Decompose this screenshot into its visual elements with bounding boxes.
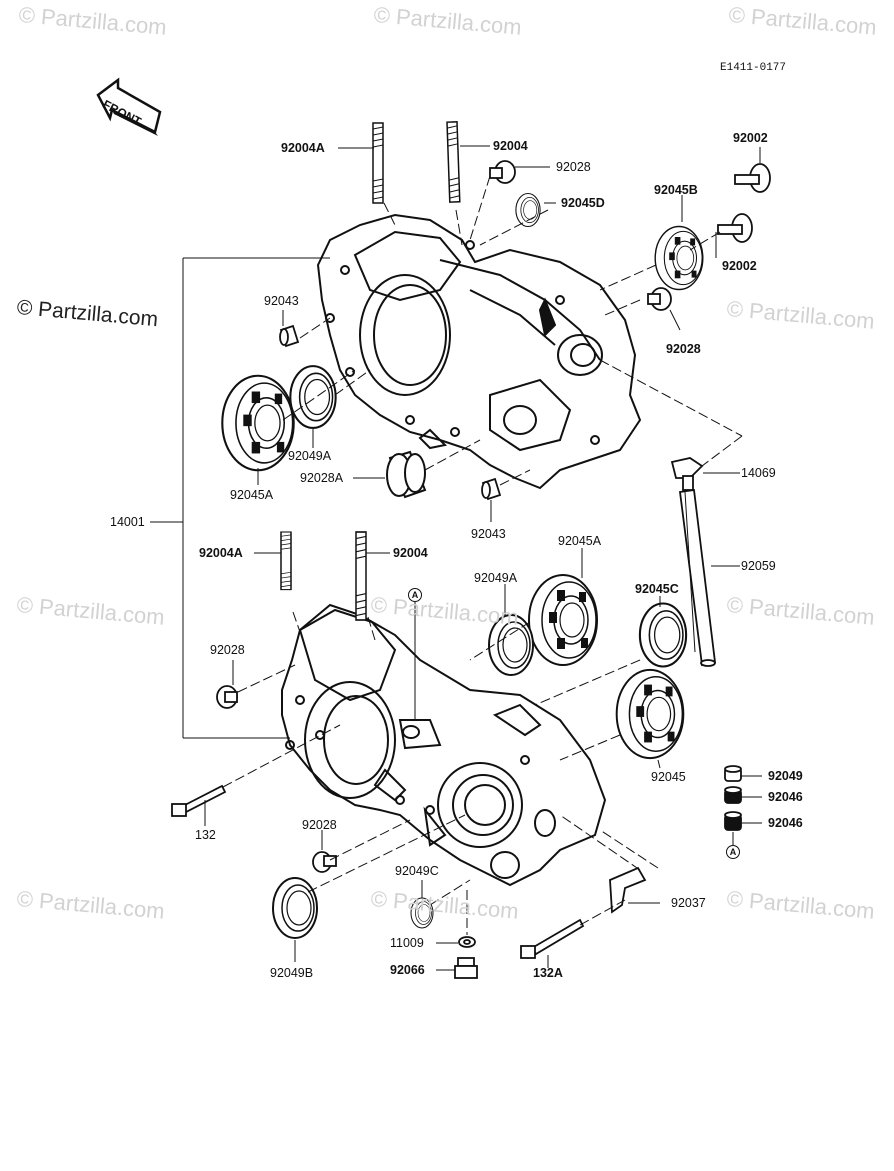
part-label: 92045	[651, 770, 686, 784]
bearing-92045	[615, 668, 685, 760]
part-label: 92028	[302, 818, 337, 832]
cap-92046-b	[724, 811, 742, 831]
drain-plug-92066	[454, 957, 478, 979]
screw-92002-mid	[717, 213, 753, 243]
plug-92028-lowleft	[216, 685, 238, 709]
part-label: 92004	[493, 139, 528, 153]
leader-lines	[150, 145, 762, 971]
cap-92046-a	[724, 786, 742, 804]
part-label: 92004A	[199, 546, 243, 560]
part-label: 132A	[533, 966, 563, 980]
stud-92004-lower	[355, 531, 367, 621]
part-label: 92028	[666, 342, 701, 356]
bushing-92028A	[386, 450, 427, 499]
part-label: 92028	[556, 160, 591, 174]
seal-92045C	[638, 602, 688, 668]
reference-circle-a: A	[726, 845, 740, 859]
cap-92049	[724, 765, 742, 782]
bolt-132	[171, 784, 227, 817]
part-label: 92049	[768, 769, 803, 783]
part-label: 14001	[110, 515, 145, 529]
part-label: 92028A	[300, 471, 344, 485]
part-label: 92004	[393, 546, 428, 560]
dowel-92043-mid	[481, 477, 502, 501]
stud-92004-upper	[446, 121, 461, 203]
part-label: 92004A	[281, 141, 325, 155]
diagram-code: E1411-0177	[720, 62, 787, 74]
part-label: 92045A	[558, 534, 602, 548]
bearing-92045A-lower	[528, 574, 598, 666]
seal-92049B	[272, 877, 318, 939]
part-label: 92002	[733, 131, 768, 145]
part-label: 92049B	[270, 966, 314, 980]
part-label: 92002	[722, 259, 757, 273]
washer-11009	[458, 936, 476, 948]
part-label: 92059	[741, 559, 776, 573]
seal-92045D	[515, 192, 541, 228]
bearing-92045A-upper	[221, 374, 295, 472]
part-label: 92045C	[635, 582, 679, 596]
part-label: 92043	[471, 527, 506, 541]
seal-92049A-upper	[289, 365, 337, 429]
reference-circle-a: A	[408, 588, 422, 602]
alignment-lines	[222, 175, 743, 935]
lower-crankcase	[281, 603, 607, 887]
screw-92002-top	[734, 163, 771, 193]
part-label: 92066	[390, 963, 425, 977]
plug-92028-bottom	[312, 851, 337, 873]
part-label: 92045B	[654, 183, 698, 197]
part-label: 92049A	[288, 449, 332, 463]
stud-92004A-upper	[372, 122, 384, 204]
part-label: 92045D	[561, 196, 605, 210]
upper-crankcase	[316, 213, 642, 490]
stud-92004A-lower	[280, 531, 292, 591]
part-label: 92049C	[395, 864, 439, 878]
dowel-92043-upper	[279, 324, 300, 348]
part-label: 92049A	[474, 571, 518, 585]
plug-92028-top	[489, 160, 516, 184]
hose-92059	[678, 488, 716, 667]
part-label: 132	[195, 828, 216, 842]
bolt-132A	[520, 918, 585, 959]
plug-92028-right	[647, 287, 672, 311]
bracket-92037	[609, 866, 647, 914]
part-label: 92037	[671, 896, 706, 910]
part-label: 14069	[741, 466, 776, 480]
part-label: 92043	[264, 294, 299, 308]
part-label: 92045A	[230, 488, 274, 502]
bearing-92045B	[654, 225, 704, 291]
part-label: 92028	[210, 643, 245, 657]
fitting-14069	[670, 457, 704, 491]
front-arrow-icon	[96, 77, 162, 136]
part-label: 92046	[768, 790, 803, 804]
part-label: 11009	[390, 936, 424, 950]
part-label: 92046	[768, 816, 803, 830]
